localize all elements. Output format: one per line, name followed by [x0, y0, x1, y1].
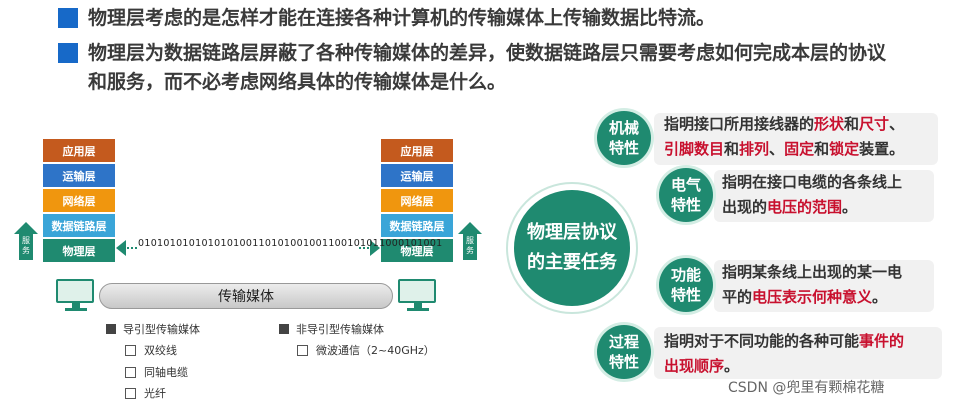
service-label: 服务 — [19, 234, 33, 260]
property-circle-mechanical: 机械 特性 — [597, 111, 651, 165]
property-circle-electrical: 电气 特性 — [659, 168, 713, 222]
property-circle-procedural: 过程 特性 — [597, 325, 651, 379]
checkbox-square-icon — [297, 344, 308, 356]
property-text-electrical: 指明在接口电缆的各条线上 出现的电压的范围。 — [722, 173, 903, 216]
property-name: 电气 — [670, 176, 701, 194]
bitstream-bits: 0101010101010101001101010010011001010110… — [138, 237, 443, 251]
legend-item: 光纤 — [125, 385, 166, 401]
property-name: 功能 — [670, 266, 701, 284]
property-name: 特性 — [670, 196, 701, 214]
computer-left-icon — [56, 279, 96, 313]
service-label: 服务 — [463, 234, 477, 260]
bullet-text-2: 物理层为数据链路层屏蔽了各种传输媒体的差异，使数据链路层只需要考虑如何完成本层的… — [88, 42, 887, 64]
layer-network: 网络层 — [381, 189, 453, 212]
bullet-marker-2 — [58, 43, 78, 63]
checkbox-square-icon — [125, 387, 136, 399]
transmission-medium-cable: 传输媒体 — [99, 283, 393, 309]
layer-network: 网络层 — [43, 189, 115, 212]
checkbox-square-icon — [125, 344, 136, 356]
arrow-left-icon — [116, 240, 126, 256]
layer-physical: 物理层 — [43, 239, 115, 262]
center-line-1: 物理层协议 — [527, 222, 617, 243]
arrow-head-icon — [14, 222, 38, 234]
checkbox-square-icon — [125, 366, 136, 378]
watermark: CSDN @兜里有颗棉花糖 — [728, 380, 885, 396]
center-line-2: 的主要任务 — [527, 252, 617, 273]
arrow-right-icon — [370, 240, 380, 256]
service-up-arrow-left: 服务 — [14, 222, 38, 260]
left-protocol-stack: 应用层 运输层 网络层 数据链路层 物理层 — [43, 139, 115, 264]
property-name: 特性 — [670, 286, 701, 304]
right-protocol-stack: 应用层 运输层 网络层 数据链路层 物理层 — [381, 139, 453, 264]
property-box-procedural — [654, 327, 942, 379]
legend-unguided-title: 非导引型传输媒体 — [296, 323, 384, 336]
property-text-functional: 指明某条线上出现的某一电 平的电压表示何种意义。 — [722, 263, 903, 306]
legend-unguided-media: 非导引型传输媒体 — [279, 321, 384, 337]
service-up-arrow-right: 服务 — [458, 222, 482, 260]
layer-application: 应用层 — [381, 139, 453, 162]
layer-datalink: 数据链路层 — [381, 214, 453, 237]
property-name: 特性 — [608, 353, 639, 371]
property-name: 机械 — [608, 119, 639, 137]
property-box-functional — [714, 260, 934, 312]
legend-guided-title: 导引型传输媒体 — [123, 323, 200, 336]
center-ring — [506, 182, 638, 314]
layer-datalink: 数据链路层 — [43, 214, 115, 237]
layer-application: 应用层 — [43, 139, 115, 162]
bullet-text-1: 物理层考虑的是怎样才能在连接各种计算机的传输媒体上传输数据比特流。 — [88, 7, 716, 29]
legend-item: 微波通信（2~40GHz） — [297, 342, 435, 358]
property-name: 过程 — [608, 333, 639, 351]
computer-right-icon — [398, 279, 438, 313]
legend-item: 同轴电缆 — [125, 364, 188, 380]
legend-item: 双绞线 — [125, 342, 177, 358]
legend-item-label: 微波通信（2~40GHz） — [316, 344, 435, 357]
filled-square-icon — [106, 324, 116, 334]
bitstream-arrow: 0101010101010101001101010010011001010110… — [116, 237, 443, 259]
layer-transport: 运输层 — [43, 164, 115, 187]
legend-item-label: 同轴电缆 — [144, 366, 188, 379]
property-text-procedural: 指明对于不同功能的各种可能事件的 出现顺序。 — [664, 332, 905, 375]
layer-physical: 物理层 — [381, 239, 453, 262]
bullet-marker-1 — [58, 8, 78, 28]
filled-square-icon — [279, 324, 289, 334]
property-box-electrical — [714, 170, 934, 222]
legend-item-label: 双绞线 — [144, 344, 177, 357]
legend-guided-media: 导引型传输媒体 — [106, 321, 200, 337]
property-text-mechanical: 指明接口所用接线器的形状和尺寸、 引脚数目和排列、固定和锁定装置。 — [664, 115, 905, 158]
arrow-head-icon — [458, 222, 482, 234]
main-tasks-circle: 物理层协议 的主要任务 — [514, 190, 630, 306]
property-name: 特性 — [608, 139, 639, 157]
bullet-text-2b: 和服务，而不必考虑网络具体的传输媒体是什么。 — [88, 71, 507, 93]
layer-transport: 运输层 — [381, 164, 453, 187]
property-circle-functional: 功能 特性 — [659, 258, 713, 312]
property-box-mechanical — [654, 113, 938, 165]
legend-item-label: 光纤 — [144, 387, 166, 400]
